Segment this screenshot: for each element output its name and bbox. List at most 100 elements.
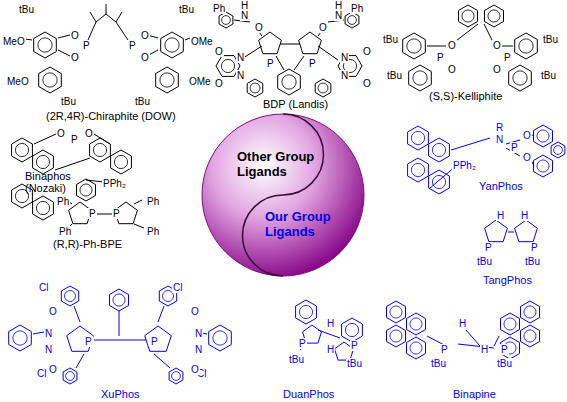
ring-bond: [408, 126, 429, 150]
atom-label: O: [362, 46, 372, 57]
aromatic-ring: [15, 143, 28, 156]
ring-bond: [485, 220, 508, 242]
atom-label: Ph: [146, 196, 160, 207]
aromatic-ring: [390, 330, 402, 342]
aromatic-ring: [222, 16, 231, 25]
ligand-name: Binaphos (Nozaki): [24, 170, 78, 194]
ring-bond: [219, 12, 233, 28]
bond-line: [94, 134, 110, 144]
atom-label: PPh₂: [102, 178, 127, 189]
ring-bond: [534, 155, 553, 177]
bond-line: [90, 12, 96, 22]
atom-label: Ph: [56, 196, 70, 207]
atom-label: Cl: [36, 368, 47, 379]
ring-bond: [485, 5, 504, 27]
atom-label: tBu: [430, 358, 447, 369]
ring-bond: [342, 318, 363, 342]
aromatic-ring: [36, 201, 49, 214]
atom-label: tBu: [288, 354, 305, 365]
aromatic-ring: [413, 71, 427, 85]
atom-label: P: [112, 208, 121, 219]
atom-label: N: [236, 70, 245, 81]
atom-label: P: [70, 134, 79, 145]
bond-line: [494, 336, 499, 346]
aromatic-ring: [160, 73, 174, 87]
atom-label: P: [150, 336, 159, 347]
ring-bond: [515, 33, 538, 59]
aromatic-ring: [462, 10, 474, 22]
atom-label: P: [440, 344, 449, 355]
group-heading: Our Group Ligands: [265, 209, 337, 239]
aromatic-ring: [93, 143, 106, 156]
ring-bond: [9, 325, 32, 351]
aromatic-ring: [432, 143, 445, 156]
ring-bond: [34, 32, 57, 58]
atom-label: tBu: [60, 96, 77, 107]
atom-label: H: [480, 344, 489, 355]
ring-bond: [459, 5, 478, 27]
ring-bond: [509, 65, 532, 91]
aromatic-ring: [113, 294, 125, 306]
aromatic-ring: [213, 331, 227, 345]
bond-line: [55, 158, 90, 170]
atom-label: N: [236, 52, 245, 63]
aromatic-ring: [554, 146, 563, 155]
atom-label: P: [298, 338, 307, 349]
atom-label: O: [70, 52, 80, 63]
bond-line: [154, 354, 170, 368]
atom-label: Cl: [172, 282, 183, 293]
ring-bond: [156, 67, 179, 93]
atom-label: O: [492, 40, 502, 51]
atom-label: tBu: [382, 34, 399, 45]
aromatic-ring: [43, 73, 57, 87]
aromatic-ring: [66, 372, 75, 381]
bond-line: [58, 35, 70, 38]
atom-label: O: [492, 64, 502, 75]
ring-bond: [111, 150, 132, 174]
aromatic-ring: [410, 342, 422, 354]
ring-bond: [515, 220, 538, 242]
atom-label: O: [190, 306, 200, 317]
ring-bond: [296, 300, 317, 324]
aromatic-ring: [299, 305, 312, 318]
atom-label: N: [340, 52, 349, 63]
bond-line: [451, 138, 490, 150]
ring-bond: [39, 67, 62, 93]
atom-label: P: [500, 344, 509, 355]
atom-label: tBu: [386, 70, 403, 81]
aromatic-ring: [524, 306, 536, 318]
atom-label: tBu: [134, 96, 151, 107]
atom-label: Ph: [146, 226, 160, 237]
atom-label: O: [214, 78, 224, 89]
bond-line: [280, 44, 300, 45]
aromatic-ring: [318, 83, 328, 93]
ring-bond: [169, 368, 183, 384]
ring-bond: [77, 179, 96, 201]
ring-bond: [247, 79, 263, 97]
ring-bond: [61, 286, 78, 306]
aromatic-ring: [432, 175, 445, 188]
atom-label: P: [308, 58, 317, 69]
atom-label: OMe: [190, 36, 214, 47]
atom-label: O: [214, 46, 224, 57]
aromatic-ring: [513, 71, 527, 85]
aromatic-ring: [172, 372, 181, 381]
atom-label: tBu: [18, 4, 35, 15]
aromatic-ring: [38, 38, 52, 52]
atom-label: O: [140, 30, 150, 41]
aromatic-ring: [504, 318, 516, 330]
atom-label: tBu: [476, 256, 493, 267]
atom-label: tBu: [542, 34, 559, 45]
ring-bond: [407, 337, 426, 359]
ring-bond: [90, 138, 111, 162]
aromatic-ring: [80, 184, 92, 196]
ring-bond: [63, 368, 77, 384]
aromatic-ring: [221, 59, 234, 72]
aromatic-ring: [250, 83, 260, 93]
ring-bond: [12, 138, 33, 162]
atom-label: P: [530, 242, 539, 253]
atom-label: P: [266, 58, 275, 69]
ring-bond: [33, 196, 54, 220]
ring-bond: [408, 158, 429, 182]
group-heading: Other Group Ligands: [237, 149, 317, 179]
